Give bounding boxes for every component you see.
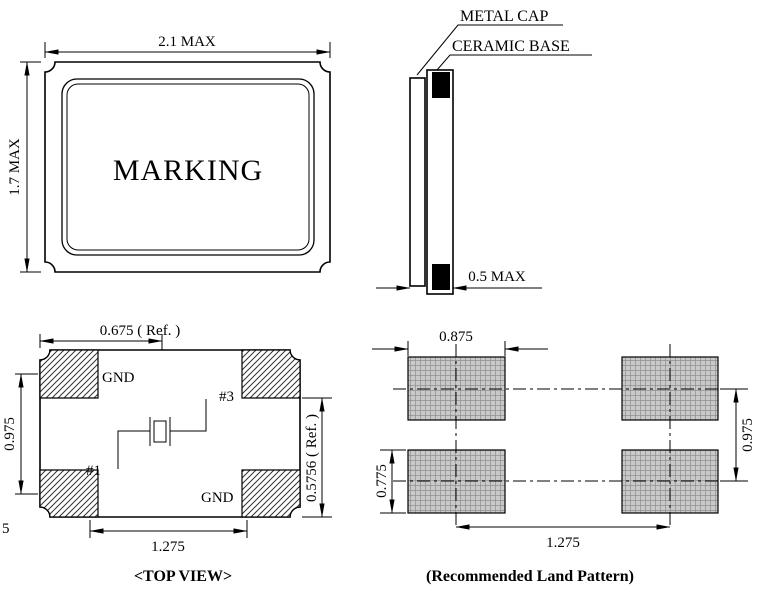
dim-package-width: 2.1 MAX	[44, 34, 331, 58]
page-number: 5	[2, 521, 10, 537]
pin3-label: #3	[219, 389, 234, 405]
land-pattern: 0.875 0.775 0.975 1.275 (Recommended Lan…	[372, 329, 756, 585]
height-dimension-label: 1.7 MAX	[7, 138, 23, 196]
metal-cap-label: METAL CAP	[460, 8, 548, 25]
dim-land-horizontal-pitch: 1.275	[455, 524, 671, 551]
package-body-outline	[44, 61, 331, 273]
land-pattern-caption: (Recommended Land Pattern)	[426, 568, 634, 585]
dim-land-vertical-pitch: 0.975	[720, 388, 756, 482]
pin1-label: #1	[86, 463, 101, 479]
marking-label: MARKING	[113, 154, 263, 187]
ceramic-base-leader-line	[436, 54, 592, 71]
metal-cap-shape	[409, 77, 426, 287]
offset-dimension-label: 0.675 ( Ref. )	[100, 323, 180, 339]
width-dimension-label: 2.1 MAX	[158, 34, 216, 50]
pad-bottom-right	[241, 469, 301, 518]
land-vertical-pitch-label: 0.975	[740, 418, 756, 452]
dim-pad-horizontal-pitch: 1.275	[89, 520, 248, 555]
land-pad-height-label: 0.775	[374, 464, 390, 498]
dim-package-height: 1.7 MAX	[7, 61, 41, 273]
side-view: METAL CAP CERAMIC BASE 0.5 MAX	[376, 8, 592, 295]
dim-pad-offset: 0.675 ( Ref. )	[39, 323, 180, 350]
gnd-top-label: GND	[102, 370, 135, 386]
package-inner-border-inner	[66, 83, 310, 251]
dim-pad-vertical-pitch: 0.975	[2, 373, 38, 495]
dim-thickness: 0.5 MAX	[376, 269, 542, 291]
ceramic-base-shape	[426, 69, 454, 295]
front-view: MARKING 2.1 MAX 1.7 MAX	[7, 34, 331, 273]
top-view: GND #3 #1 GND 0.675 ( Ref. ) 0.975	[2, 323, 332, 585]
pad-top-right	[241, 349, 301, 399]
crystal-wire-right	[170, 399, 207, 432]
pad-bottom-left	[39, 469, 99, 518]
crystal-wire-left	[117, 430, 150, 469]
side-ref-dimension-label: 0.5756 ( Ref. )	[304, 414, 320, 502]
gnd-bottom-label: GND	[201, 490, 234, 506]
top-view-caption: <TOP VIEW>	[134, 568, 232, 585]
land-pad-width-label: 0.875	[439, 329, 473, 345]
dim-side-reference: 0.5756 ( Ref. )	[302, 397, 332, 518]
ceramic-base-label: CERAMIC BASE	[452, 38, 570, 55]
base-electrode-bottom	[432, 264, 450, 290]
pad-top-left	[39, 349, 99, 399]
land-horizontal-pitch-label: 1.275	[546, 535, 580, 551]
thickness-dimension-label: 0.5 MAX	[468, 269, 526, 285]
horizontal-dimension-label: 1.275	[151, 539, 185, 555]
package-inner-border-outer	[61, 78, 315, 256]
base-electrode-top	[432, 72, 450, 98]
metal-cap-leader-line	[416, 24, 563, 76]
dim-land-pad-height: 0.775	[374, 449, 406, 514]
crystal-symbol	[117, 399, 207, 469]
dim-land-pad-width: 0.875	[372, 329, 548, 356]
vertical-dimension-label: 0.975	[2, 417, 18, 451]
